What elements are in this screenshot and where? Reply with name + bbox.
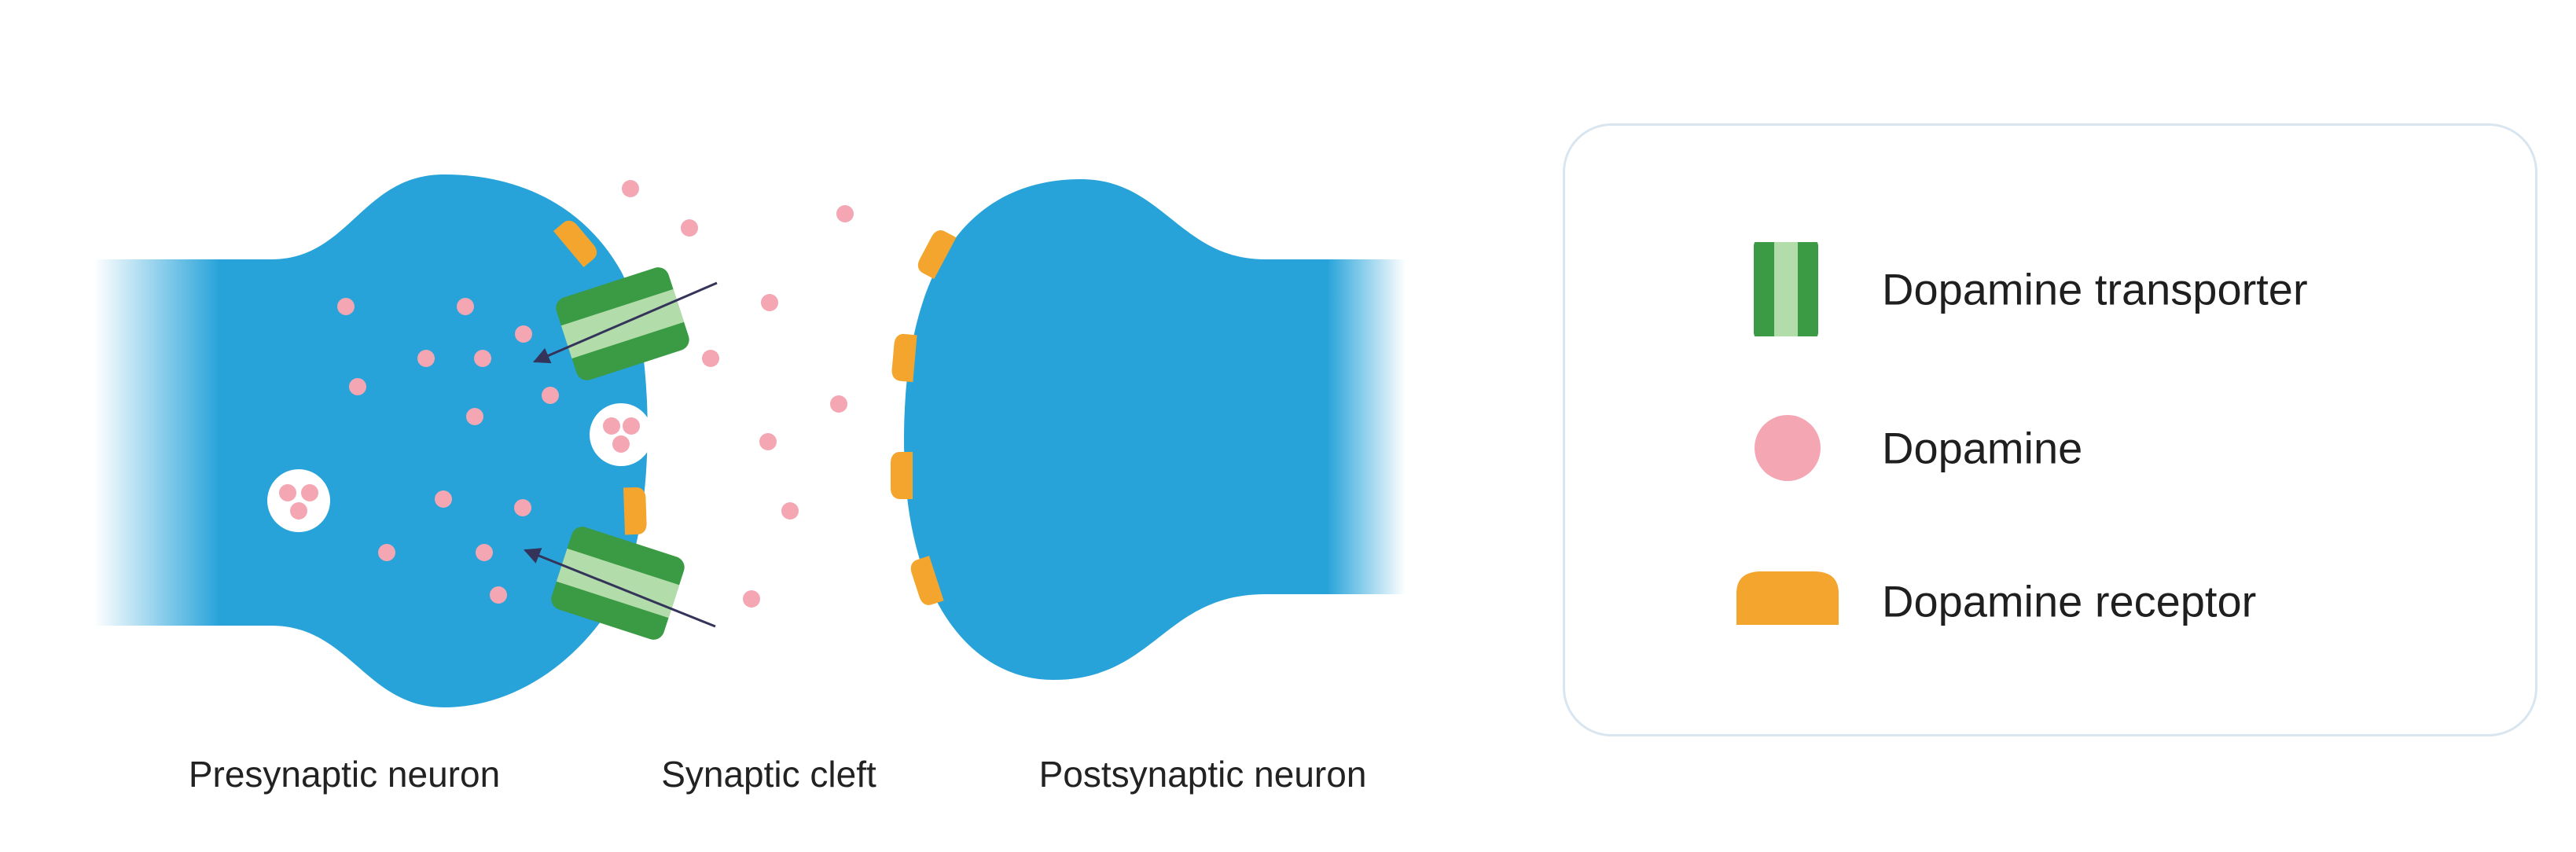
presynaptic-label: Presynaptic neuron <box>188 754 501 795</box>
postsynaptic-dendrite-fade <box>1327 259 1406 594</box>
postsynaptic-neuron <box>904 179 1406 680</box>
receptor-icon <box>917 230 957 280</box>
presynaptic-neuron <box>94 174 652 707</box>
dopamine-molecule-icon <box>290 502 307 520</box>
dopamine-molecule-icon <box>836 205 854 222</box>
postsynaptic-terminal <box>904 179 1328 680</box>
dopamine-molecule-icon <box>603 417 620 435</box>
synaptic-cleft-label: Synaptic cleft <box>661 754 876 795</box>
dopamine-molecule-icon <box>514 499 531 516</box>
dopamine-molecule-icon <box>435 490 452 508</box>
receptors <box>553 220 957 605</box>
dopamine-molecule-icon <box>301 484 318 501</box>
dopamine-molecules <box>279 180 854 608</box>
dopamine-molecule-icon <box>490 586 507 604</box>
dopamine-molecule-icon <box>476 544 493 561</box>
dopamine-molecule-icon <box>781 502 799 520</box>
legend-row-dopamine: Dopamine <box>1565 401 2535 495</box>
legend-label-dopamine: Dopamine <box>1882 423 2083 473</box>
dopamine-molecule-icon <box>378 544 395 561</box>
reuptake-arrow-icon <box>524 548 716 628</box>
presynaptic-axon-fade <box>94 259 220 626</box>
transporter-icon <box>1754 242 1818 336</box>
vesicle-icon <box>267 469 330 532</box>
synapse-diagram <box>94 174 1406 707</box>
legend-row-transporter: Dopamine transporter <box>1565 242 2535 336</box>
receptor-icon <box>623 487 647 535</box>
dopamine-molecule-icon <box>1755 415 1821 481</box>
dopamine-molecule-icon <box>542 387 559 404</box>
reuptake-arrow-icon <box>533 281 718 364</box>
legend-label-transporter: Dopamine transporter <box>1882 264 2308 314</box>
dopamine-molecule-icon <box>830 395 847 413</box>
receptor-icon <box>891 333 917 383</box>
dopamine-molecule-icon <box>466 408 483 425</box>
dopamine-molecule-icon <box>612 435 630 453</box>
dopamine-molecule-icon <box>474 350 491 367</box>
receptor-icon <box>910 556 944 605</box>
dopamine-molecule-icon <box>761 294 778 311</box>
presynaptic-terminal <box>219 174 648 707</box>
legend-row-receptor: Dopamine receptor <box>1565 554 2535 648</box>
dopamine-molecule-icon <box>349 378 366 395</box>
dopamine-molecule-icon <box>623 417 640 435</box>
dopamine-molecule-icon <box>622 180 639 197</box>
dopamine-molecule-icon <box>417 350 435 367</box>
dopamine-molecule-icon <box>337 298 355 315</box>
dopamine-molecule-icon <box>759 433 777 450</box>
receptor-icon <box>1736 571 1839 625</box>
vesicle-icon <box>590 403 652 466</box>
dopamine-molecule-icon <box>743 590 760 608</box>
receptor-icon <box>553 220 597 267</box>
receptor-icon <box>891 452 913 499</box>
postsynaptic-label: Postsynaptic neuron <box>1038 754 1367 795</box>
dopamine-molecule-icon <box>515 325 532 343</box>
dopamine-molecule-icon <box>702 350 719 367</box>
dopamine-molecule-icon <box>279 484 296 501</box>
legend-label-receptor: Dopamine receptor <box>1882 576 2257 626</box>
dopamine-molecule-icon <box>457 298 474 315</box>
legend: Dopamine transporter Dopamine Dopamine r… <box>1563 123 2537 736</box>
dopamine-molecule-icon <box>681 219 698 237</box>
